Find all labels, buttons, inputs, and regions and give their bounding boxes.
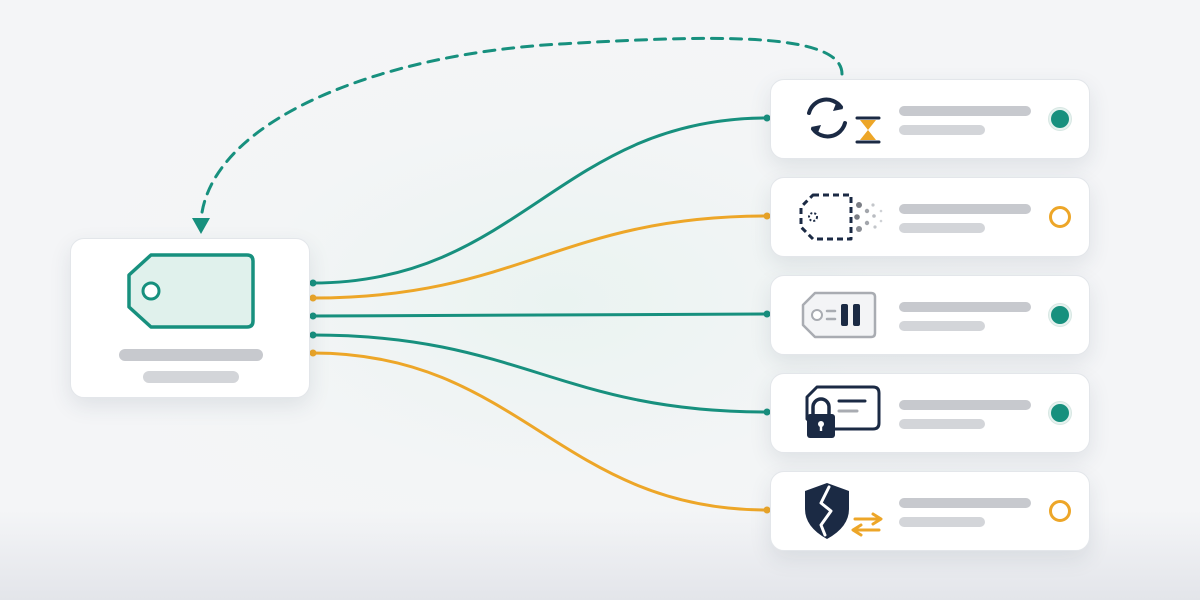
row-subtitle-placeholder (899, 223, 985, 233)
sync-icon (807, 97, 881, 144)
port-dot (763, 408, 771, 416)
row-title-placeholder (899, 106, 1031, 116)
row-subtitle-placeholder (899, 517, 985, 527)
row-paused-tag[interactable] (770, 275, 1090, 355)
source-card[interactable] (70, 238, 310, 398)
row-sync[interactable] (770, 79, 1090, 159)
source-subtitle-placeholder (143, 371, 239, 383)
feedback-arrowhead (192, 218, 210, 234)
port-dot (763, 212, 771, 220)
row-locked-card[interactable] (770, 373, 1090, 453)
row-broken-shield[interactable] (770, 471, 1090, 551)
dissolving-tag-icon (799, 193, 883, 241)
row-dissolving-tag[interactable] (770, 177, 1090, 257)
status-indicator-active (1049, 402, 1071, 424)
price-tag-icon (127, 253, 255, 329)
port-dot (309, 279, 317, 287)
port-dot (763, 114, 771, 122)
port-dot (309, 294, 317, 302)
status-indicator-pending (1049, 500, 1071, 522)
port-dot (763, 310, 771, 318)
row-title-placeholder (899, 204, 1031, 214)
connector-paused-tag (311, 312, 769, 318)
port-dot (763, 506, 771, 514)
row-subtitle-placeholder (899, 125, 985, 135)
hourglass-icon (855, 116, 881, 144)
port-dot (309, 349, 317, 357)
connector-sync (311, 116, 769, 285)
paused-tag-icon (801, 291, 877, 339)
status-indicator-pending (1049, 206, 1071, 228)
connector-broken-shield (311, 351, 769, 512)
port-dot (309, 331, 317, 339)
status-indicator-active (1049, 304, 1071, 326)
row-title-placeholder (899, 400, 1031, 410)
feedback-dashed-arrow (199, 36, 844, 222)
connector-dissolving-tag (311, 214, 769, 300)
connector-locked-card (311, 333, 769, 414)
padlock-icon (807, 397, 835, 438)
locked-card-icon (805, 385, 881, 438)
port-dot (309, 312, 317, 320)
row-subtitle-placeholder (899, 321, 985, 331)
swap-arrows-icon (851, 512, 883, 537)
source-title-placeholder (119, 349, 263, 361)
status-indicator-active (1049, 108, 1071, 130)
row-title-placeholder (899, 302, 1031, 312)
row-title-placeholder (899, 498, 1031, 508)
broken-shield-icon (805, 483, 883, 539)
row-subtitle-placeholder (899, 419, 985, 429)
